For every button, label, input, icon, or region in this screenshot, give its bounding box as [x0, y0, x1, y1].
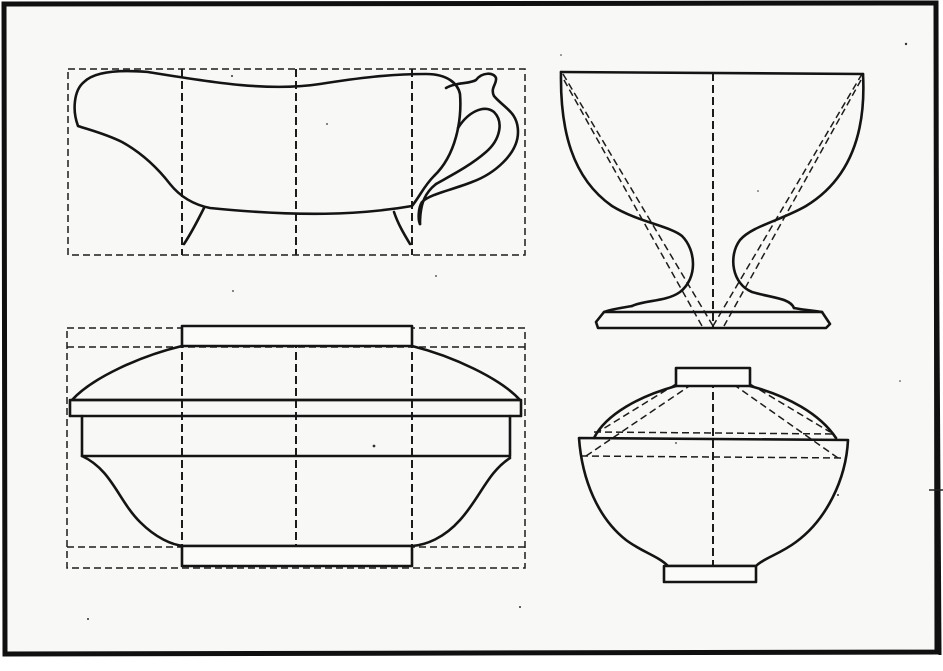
lidded-bowl-wide-knob [180, 324, 414, 348]
footed-cup-panel [559, 70, 865, 330]
footed-cup-bowl-left [559, 70, 695, 308]
footed-cup-rim [559, 70, 865, 76]
gravy-boat-panel [67, 68, 526, 256]
lidded-bowl-round-knob [674, 366, 752, 388]
lidded-bowl-round-foot [662, 564, 758, 584]
footed-cup-base-top [602, 304, 634, 314]
footed-cup-base-top-right [792, 306, 824, 314]
footed-cup-bowl-right [732, 72, 865, 310]
frame-edge-right [934, 2, 942, 656]
gravy-boat-handle-inner [434, 107, 501, 186]
gravy-boat-handle-lower [418, 182, 438, 226]
paper-specks [87, 42, 908, 620]
lidded-bowl-wide-construction-grid [66, 327, 526, 569]
lidded-bowl-wide-panel [66, 324, 526, 569]
lidded-bowl-wide-lid-rim [68, 398, 523, 418]
lidded-bowl-round-panel [577, 366, 850, 584]
gravy-boat-foot-right [392, 210, 412, 246]
lidded-bowl-wide-foot [180, 544, 414, 568]
gravy-boat-foot-left [182, 206, 206, 246]
gravy-boat-construction-grid [67, 68, 526, 256]
lidded-bowl-wide-body-band [80, 414, 512, 458]
lidded-bowl-round-lid [592, 384, 838, 440]
frame-edge-bottom [4, 650, 938, 656]
